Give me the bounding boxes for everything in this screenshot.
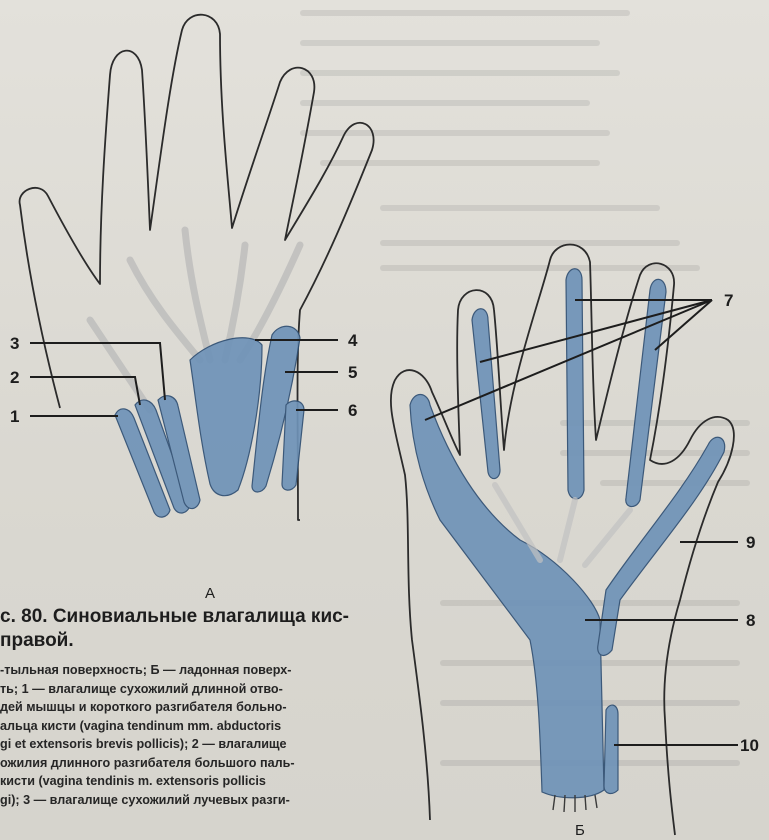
label-7: 7 [724, 291, 733, 310]
label-9: 9 [746, 533, 755, 552]
label-1: 1 [10, 407, 19, 426]
figure-caption: с. 80. Синовиальные влагалища кис- право… [0, 605, 425, 809]
caption-line: gi); 3 — влагалище сухожилий лучевых раз… [0, 791, 425, 810]
panel-b-letter: Б [575, 822, 585, 839]
caption-line: дей мышцы и короткого разгибателя больно… [0, 698, 425, 717]
label-3: 3 [10, 334, 19, 353]
label-8: 8 [746, 611, 755, 630]
label-5: 5 [348, 363, 357, 382]
caption-line: ожилия длинного разгибателя большого пал… [0, 754, 425, 773]
caption-line: ть; 1 — влагалище сухожилий длинной отво… [0, 680, 425, 699]
label-10: 10 [740, 736, 759, 755]
sheaths-dorsal [115, 326, 304, 517]
panel-a-letter: А [205, 585, 215, 602]
label-2: 2 [10, 368, 19, 387]
caption-line: -тыльная поверхность; Б — ладонная повер… [0, 661, 425, 680]
caption-line: кисти (vagina tendinis m. extensoris pol… [0, 772, 425, 791]
hand-outline-dorsal [20, 15, 374, 520]
caption-line: gi et extensoris brevis pollicis); 2 — в… [0, 735, 425, 754]
caption-line: альца кисти (vagina tendinum mm. abducto… [0, 717, 425, 736]
label-4: 4 [348, 331, 358, 350]
label-6: 6 [348, 401, 357, 420]
caption-title-line2: правой. [0, 629, 425, 653]
flexor-tendon-strands [553, 795, 597, 812]
caption-title-line1: с. 80. Синовиальные влагалища кис- [0, 605, 425, 629]
